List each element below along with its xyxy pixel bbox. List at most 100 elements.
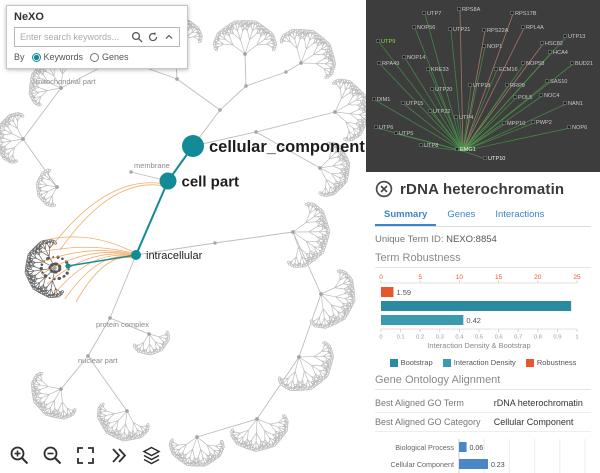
network-node-label[interactable]: RPS17B	[515, 11, 537, 17]
network-node-label[interactable]: NOP6	[572, 125, 587, 131]
network-node-label[interactable]: RPA49	[382, 61, 399, 67]
network-node-label[interactable]: NOP1	[487, 44, 502, 50]
network-node-label[interactable]: UTP9	[381, 39, 395, 45]
network-node[interactable]: UTP4	[454, 115, 474, 121]
tree-term-label[interactable]: protein complex	[96, 320, 149, 329]
tree-term-label[interactable]: membrane	[134, 161, 170, 170]
network-node[interactable]: NOP6	[567, 125, 588, 131]
network-node[interactable]: MPP10	[502, 121, 526, 127]
interaction-network-panel[interactable]: UTP7 RPS8A RPS17B UTP13 NOP56 UTP21 RPS22A RPL4…	[366, 0, 600, 172]
network-node-label[interactable]: NAN1	[568, 101, 583, 107]
tree-term-label[interactable]: mitochondrial part	[36, 77, 97, 86]
tree-node-label[interactable]: intracellular	[146, 250, 203, 262]
radio-genes[interactable]: Genes	[90, 52, 129, 62]
network-node-label[interactable]: DIM1	[377, 97, 390, 103]
network-node-label[interactable]: PWP2	[536, 120, 552, 126]
tab-genes[interactable]: Genes	[447, 209, 476, 220]
network-node[interactable]: UTP13	[563, 34, 586, 40]
network-node-label[interactable]: UTP5	[399, 131, 413, 137]
network-node[interactable]: HSC82	[540, 41, 564, 47]
zoom-out-button[interactable]	[39, 442, 65, 468]
network-node-label[interactable]: UTP15	[406, 101, 423, 107]
network-node-label[interactable]: UTP6	[379, 125, 393, 131]
network-node-label[interactable]: UTP10	[488, 156, 505, 162]
network-node[interactable]: RPS17B	[510, 11, 537, 17]
network-node[interactable]: UTP6	[374, 125, 394, 131]
radio-keywords[interactable]: Keywords	[31, 52, 83, 62]
network-node-label[interactable]: RPS8A	[462, 7, 481, 13]
network-node-label[interactable]: UTP8	[424, 143, 438, 149]
network-node[interactable]: UTP22	[428, 109, 451, 115]
network-node[interactable]: UTP7	[422, 11, 442, 17]
radio-genes-input[interactable]	[90, 52, 100, 62]
network-node-label[interactable]: NOP14	[407, 55, 425, 61]
close-details-icon[interactable]	[375, 180, 393, 198]
tree-term-label[interactable]: nuclear part	[78, 356, 119, 365]
network-node-label[interactable]: UTP18	[473, 83, 490, 89]
network-node-label[interactable]: SAS10	[550, 79, 567, 85]
layers-button[interactable]	[138, 442, 164, 468]
network-node-label[interactable]: UTP4	[459, 115, 473, 121]
tree-node[interactable]	[182, 135, 204, 157]
network-node[interactable]: UTP21	[448, 27, 471, 33]
network-node[interactable]: UTP15	[401, 101, 424, 107]
network-node[interactable]: BUD21	[570, 61, 594, 67]
zoom-in-button[interactable]	[6, 442, 32, 468]
radio-keywords-input[interactable]	[31, 52, 41, 62]
network-node-label[interactable]: UTP21	[453, 27, 470, 33]
network-node[interactable]: RPA49	[377, 61, 400, 67]
network-node-label[interactable]: RPS22A	[487, 28, 509, 34]
network-node-label[interactable]: UTP22	[433, 109, 450, 115]
network-node-label[interactable]: ECM16	[499, 67, 518, 73]
search-icon[interactable]	[129, 29, 145, 45]
network-node[interactable]: SAS10	[545, 79, 568, 85]
network-node[interactable]: UTP5	[394, 131, 414, 137]
network-node[interactable]: NOP56	[412, 25, 436, 31]
network-node[interactable]: UTP9	[376, 39, 396, 45]
network-node-label[interactable]: HCA4	[553, 50, 568, 56]
network-node[interactable]: PWP2	[531, 120, 552, 126]
network-node[interactable]: HCA4	[548, 50, 568, 56]
collapse-panel-icon[interactable]	[161, 29, 177, 45]
network-node-label[interactable]: MPP10	[507, 121, 525, 127]
network-node[interactable]: RPS22A	[482, 28, 509, 34]
double-chevron-button[interactable]	[105, 442, 131, 468]
network-node[interactable]: UTP18	[468, 83, 491, 89]
network-node-label[interactable]: UTP13	[568, 34, 585, 40]
network-node[interactable]: ECM16	[494, 67, 518, 73]
network-node-label[interactable]: EMG1	[460, 147, 476, 153]
search-input[interactable]	[17, 32, 129, 42]
network-node[interactable]: UTP10	[483, 156, 506, 162]
tab-interactions[interactable]: Interactions	[495, 209, 545, 220]
network-node[interactable]: NAN1	[563, 101, 583, 107]
network-node-label[interactable]: NOC4	[544, 93, 560, 99]
network-node[interactable]: NOP14	[402, 55, 426, 61]
tree-node-label[interactable]: cellular_component	[209, 138, 365, 156]
tree-node[interactable]	[131, 250, 141, 260]
network-node-label[interactable]: BUD21	[575, 61, 593, 67]
refresh-icon[interactable]	[145, 29, 161, 45]
network-node-label[interactable]: POL5	[518, 95, 532, 101]
network-node[interactable]: RPS8A	[457, 7, 481, 13]
network-node-label[interactable]: RRP9	[510, 83, 525, 89]
network-node[interactable]: NOC4	[539, 93, 560, 99]
tree-node[interactable]	[159, 172, 177, 190]
network-node-label[interactable]: UTP7	[427, 11, 441, 17]
fit-to-screen-button[interactable]	[72, 442, 98, 468]
interaction-network-canvas[interactable]: UTP7 RPS8A RPS17B UTP13 NOP56 UTP21 RPS22A RPL4…	[366, 0, 600, 172]
network-node[interactable]: RRP9	[505, 83, 525, 89]
network-node[interactable]: NOP1	[482, 44, 503, 50]
network-node[interactable]: DIM1	[372, 97, 391, 103]
tab-summary[interactable]: Summary	[375, 205, 437, 226]
network-node-label[interactable]: NOP58	[526, 61, 544, 67]
network-node[interactable]: NOP58	[521, 61, 545, 67]
network-node-label[interactable]: UTP20	[435, 87, 452, 93]
network-node[interactable]: UTP8	[419, 143, 439, 149]
network-node[interactable]: UTP20	[430, 87, 453, 93]
network-node-label[interactable]: RPL4A	[526, 25, 544, 31]
tree-node-label[interactable]: cell part	[182, 173, 240, 190]
network-node[interactable]: RPL4A	[521, 25, 544, 31]
network-node-label[interactable]: HSC82	[545, 41, 563, 47]
network-node-label[interactable]: KRE33	[431, 67, 449, 73]
